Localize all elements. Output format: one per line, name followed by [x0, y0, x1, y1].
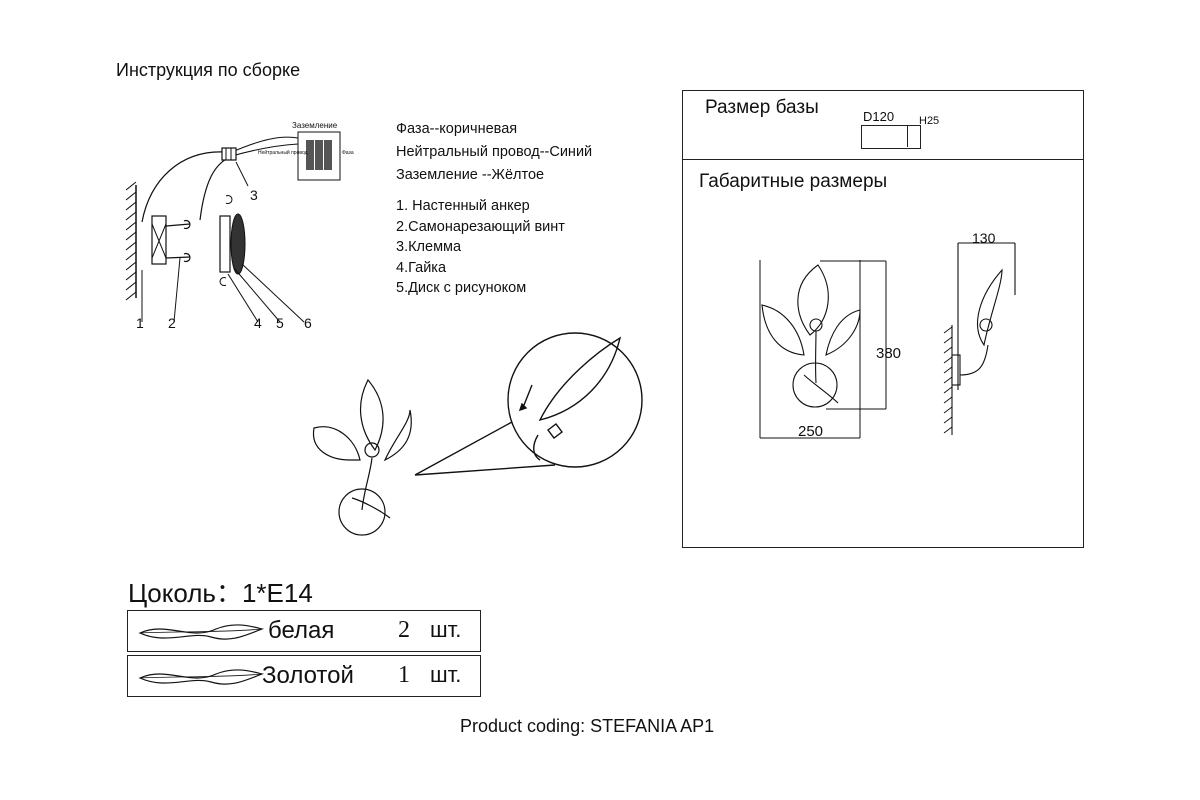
detail-magnifier [414, 332, 643, 476]
bracket-icon [151, 215, 167, 265]
dimension-width-label: 250 [798, 423, 823, 440]
leaf-unit: шт. [430, 617, 462, 642]
clamp-icon [221, 147, 237, 161]
leaf-color: Золотой [262, 662, 354, 689]
dimensions-panel: Размер базы D120 H25 Габаритные размеры [682, 90, 1084, 548]
overall-dimensions-title: Габаритные размеры [699, 171, 888, 192]
wiring-ground: Заземление --Жёлтое [396, 167, 545, 183]
base-height-label: H25 [919, 115, 940, 127]
leaf-row: Золотой 1 шт. [127, 655, 481, 697]
screw-icon [165, 219, 191, 263]
base-size-rect [861, 125, 921, 149]
leaf-unit: шт. [430, 662, 462, 687]
dimension-drawing: 380 250 130 [759, 230, 1016, 440]
terminal-top-label: Заземление [292, 121, 338, 130]
parts-list: 1. Настенный анкер 2.Самонарезающий винт… [396, 196, 565, 299]
lamp-front-icon [761, 264, 861, 408]
lamp-icon [312, 378, 412, 536]
wiring-legend: Фаза--коричневая Нейтральный провод--Син… [396, 118, 592, 187]
leaf-count: 1 [398, 662, 410, 688]
assembly-drawing: Заземление Нейтральный провод Фаза 1 2 3… [125, 121, 354, 331]
terminal-left-label: Нейтральный провод [258, 149, 308, 156]
leaf-count: 2 [398, 617, 410, 643]
callout-label: 5 [276, 315, 284, 331]
callout-label: 3 [250, 187, 258, 203]
leaf-icon [138, 669, 265, 685]
dimension-depth-label: 130 [972, 230, 996, 246]
socket-spec: Цоколь：1*E14 [128, 573, 313, 610]
socket-label: Цоколь： [128, 578, 242, 608]
disk-icon [230, 213, 246, 275]
base-size-split [907, 125, 908, 147]
leaf-color: белая [268, 617, 335, 644]
wall-icon [125, 181, 137, 301]
socket-value: 1*E14 [241, 578, 313, 608]
leaf-icon [138, 624, 265, 640]
lamp-detail-drawing [312, 332, 643, 536]
parts-list-item: 3.Клемма [396, 239, 462, 255]
dimension-height-label: 380 [876, 345, 901, 362]
parts-list-item: 4.Гайка [396, 259, 447, 276]
leaf-row: белая 2 шт. [127, 610, 481, 652]
callout-label: 4 [254, 315, 262, 331]
wiring-phase: Фаза--коричневая [396, 121, 518, 137]
base-diameter-label: D120 [863, 109, 895, 124]
base-size-title: Размер базы [705, 97, 819, 118]
base-plate-icon [219, 195, 233, 286]
lamp-side-icon [943, 242, 1016, 435]
terminal-right-label: Фаза [342, 150, 354, 156]
terminal-block-icon [297, 131, 341, 181]
parts-list-item: 2.Самонарезающий винт [396, 218, 565, 235]
callout-label: 2 [168, 315, 176, 331]
callout-label: 6 [304, 315, 312, 331]
parts-list-item: 5.Диск с рисуноком [396, 280, 527, 296]
callout-label: 1 [136, 315, 144, 331]
panel-divider [683, 159, 1083, 160]
product-coding: Product coding: STEFANIA AP1 [460, 716, 715, 736]
parts-list-item: 1. Настенный анкер [396, 198, 530, 214]
page-title: Инструкция по сборке [116, 60, 301, 80]
wiring-neutral: Нейтральный провод--Синий [396, 144, 593, 160]
